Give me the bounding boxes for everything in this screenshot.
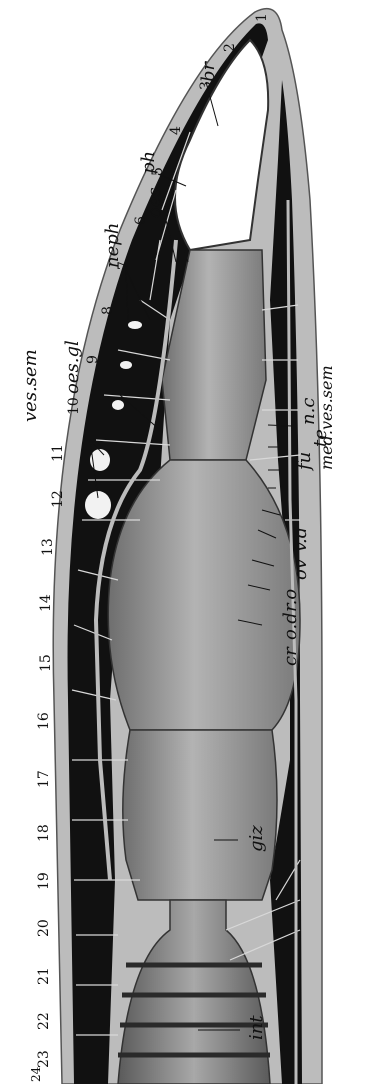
label-r-o: r.o (280, 589, 301, 612)
gizzard (123, 730, 277, 900)
segment-number: 16 (36, 712, 52, 730)
label-oes: oes (144, 187, 165, 218)
segment-number: 15 (38, 654, 54, 672)
label-ph: ph (138, 151, 159, 174)
label-cr: cr (280, 646, 301, 666)
segment-number: 22 (36, 1012, 52, 1030)
label-n-c: n.c (298, 398, 319, 425)
label-neph: neph (102, 223, 123, 268)
segment-number: 19 (36, 872, 52, 890)
segment-number: 17 (36, 770, 52, 788)
label-v-d: v.d (290, 527, 311, 552)
segment-number: 14 (38, 594, 54, 612)
crop (108, 460, 300, 730)
label-br: br (198, 60, 219, 82)
label-giz: giz (246, 825, 267, 852)
label-ves-sem: ves.sem (20, 349, 41, 422)
label-oes-gl: oes.gl (62, 340, 83, 394)
segment-number: 12 (50, 490, 66, 508)
segment-number: 24 (29, 1066, 43, 1082)
segment-number: 9 (85, 355, 101, 364)
segment-number: 21 (36, 967, 52, 985)
segment-number: 11 (50, 444, 66, 462)
label-o-d: o.d (280, 612, 301, 640)
segment-number: 20 (36, 919, 52, 937)
segment-number: 23 (36, 1050, 52, 1068)
segment-number: 1 (254, 13, 270, 22)
segment-number: 4 (168, 126, 184, 135)
segment-number: 18 (36, 824, 52, 842)
segment-number: 13 (40, 538, 56, 556)
label-med-ves-sem: med.ves.sem (317, 365, 336, 470)
label-int: int (246, 1015, 267, 1040)
segment-number: 8 (100, 306, 116, 315)
segment-number: 10 (66, 397, 82, 415)
label-ov: ov (290, 559, 311, 580)
label-fu: fu (294, 452, 315, 472)
segment-number: 2 (222, 43, 238, 52)
